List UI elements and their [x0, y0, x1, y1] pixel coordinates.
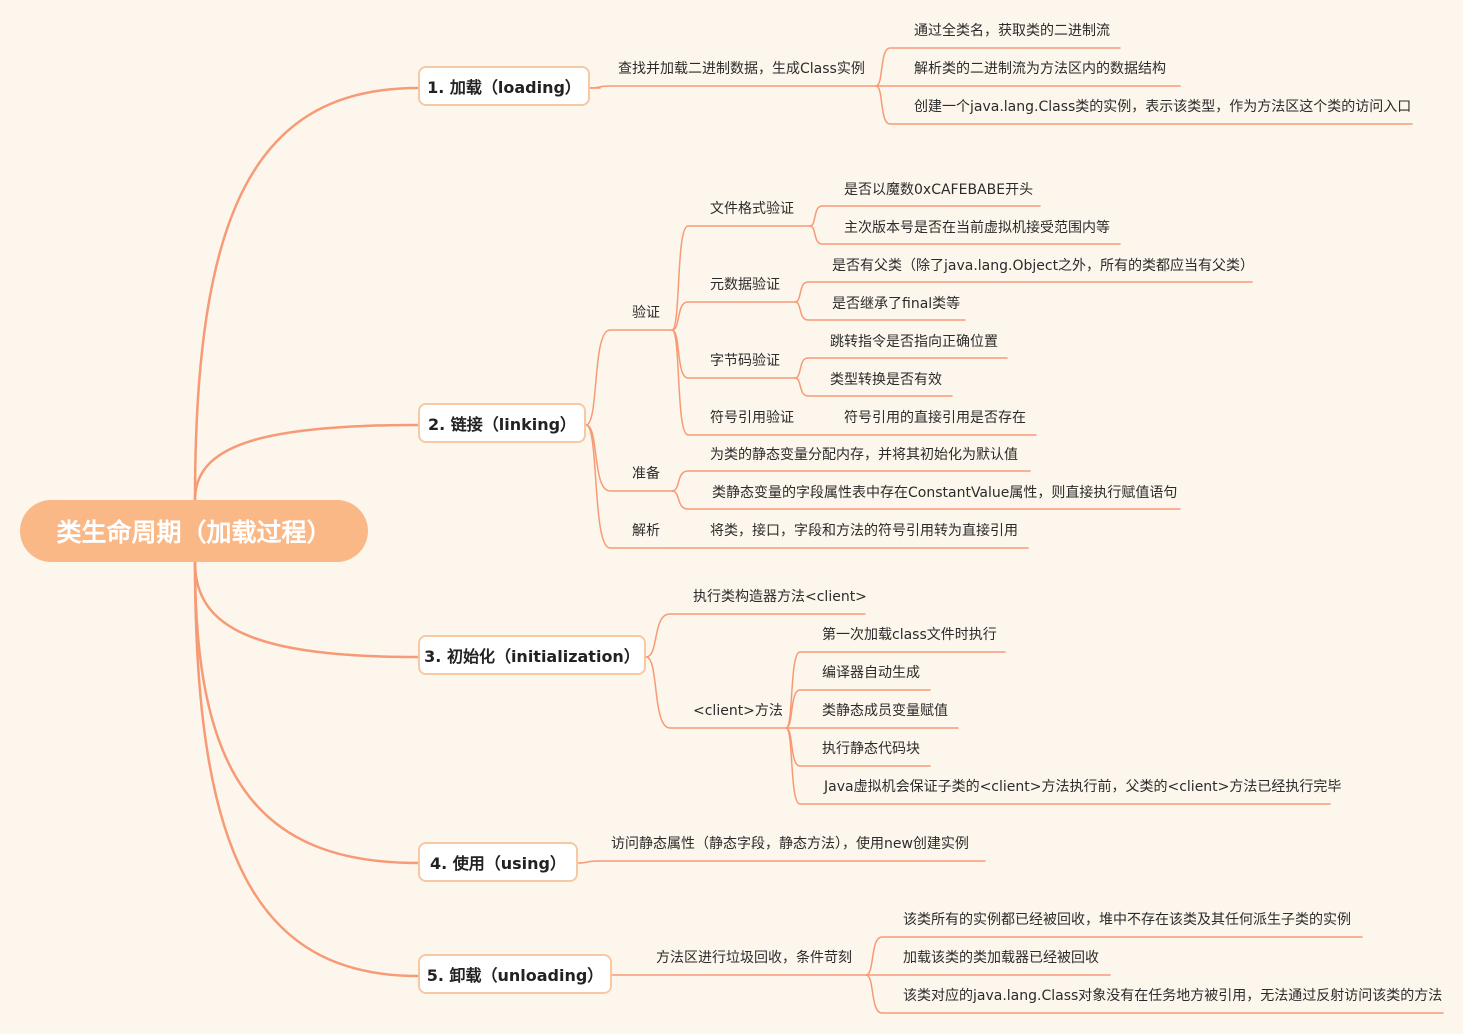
root-branch-line: [193, 86, 420, 502]
metadata-verify-label: 元数据验证: [710, 277, 780, 293]
connector-line: [645, 613, 866, 658]
connector-line: [671, 301, 796, 331]
verify-detail: 是否以魔数0xCAFEBABE开头: [844, 182, 1034, 198]
prepare-detail: 为类的静态变量分配内存，并将其初始化为默认值: [710, 447, 1018, 463]
stage-loading-node[interactable]: 1. 加载（loading）: [418, 66, 590, 106]
file-format-verify-label: 文件格式验证: [710, 201, 794, 217]
root-branch-line: [193, 423, 420, 502]
stage-initialization-node[interactable]: 3. 初始化（initialization）: [418, 635, 646, 675]
loading-detail: 通过全类名，获取类的二进制流: [914, 23, 1110, 39]
connector-line: [577, 860, 986, 864]
connector-line: [671, 470, 1031, 492]
verify-detail: 是否继承了final类等: [832, 296, 961, 312]
prepare-label: 准备: [632, 466, 660, 482]
connector-line: [785, 689, 931, 729]
connector-line: [794, 357, 1008, 379]
using-summary: 访问静态属性（静态字段，静态方法），使用new创建实例: [611, 836, 969, 852]
connector-line: [875, 47, 1121, 87]
unloading-detail: 加载该类的类加载器已经被回收: [903, 950, 1099, 966]
root-branch-line: [193, 560, 420, 865]
verify-detail: 跳转指令是否指向正确位置: [830, 334, 998, 350]
resolve-label: 解析: [632, 523, 660, 539]
root-branch-line: [193, 560, 420, 659]
connector-line: [794, 377, 953, 397]
verify-detail: 符号引用的直接引用是否存在: [844, 410, 1026, 426]
loading-detail: 创建一个java.lang.Class类的实例，表示该类型，作为方法区这个类的访…: [914, 99, 1412, 115]
unloading-detail: 该类对应的java.lang.Class对象没有在任务地方被引用，无法通过反射访…: [903, 988, 1443, 1004]
symbol-ref-verify-label: 符号引用验证: [710, 410, 794, 426]
clinit-method-label: <client>方法: [693, 703, 783, 719]
connector-line: [785, 727, 1331, 805]
unloading-summary: 方法区进行垃圾回收，条件苛刻: [656, 950, 852, 966]
connector-line: [671, 225, 811, 331]
connector-line: [794, 281, 1253, 303]
connector-line: [809, 205, 1041, 227]
run-clinit-text: 执行类构造器方法<client>: [693, 589, 867, 605]
connector-line: [809, 225, 1121, 245]
verify-detail: 类型转换是否有效: [830, 372, 942, 388]
prepare-detail: 类静态变量的字段属性表中存在ConstantValue属性，则直接执行赋值语句: [712, 485, 1178, 501]
connector-line: [875, 85, 1413, 125]
connector-line: [865, 936, 1363, 976]
connector-line: [865, 974, 1444, 1014]
verify-detail: 主次版本号是否在当前虚拟机接受范围内等: [844, 220, 1110, 236]
stage-linking-node[interactable]: 2. 链接（linking）: [418, 403, 586, 443]
connector-line: [794, 301, 966, 321]
stage-unloading-node[interactable]: 5. 卸载（unloading）: [418, 954, 612, 994]
connector-line: [585, 329, 673, 426]
connector-line: [671, 329, 809, 436]
verify-detail: 是否有父类（除了java.lang.Object之外，所有的类都应当有父类）: [832, 258, 1255, 274]
clinit-detail: 执行静态代码块: [822, 741, 920, 757]
unloading-detail: 该类所有的实例都已经被回收，堆中不存在该类及其任何派生子类的实例: [903, 912, 1351, 928]
clinit-detail: 第一次加载class文件时执行: [822, 627, 997, 643]
verify-label: 验证: [632, 305, 660, 321]
bytecode-verify-label: 字节码验证: [710, 353, 780, 369]
connector-line: [589, 85, 877, 89]
clinit-detail: Java虚拟机会保证子类的<client>方法执行前，父类的<client>方法…: [824, 779, 1342, 795]
root-node[interactable]: 类生命周期（加载过程）: [20, 500, 368, 562]
loading-summary: 查找并加载二进制数据，生成Class实例: [618, 61, 865, 77]
connector-line: [671, 329, 796, 379]
connector-line: [585, 424, 673, 549]
clinit-detail: 类静态成员变量赋值: [822, 703, 948, 719]
resolve-detail: 将类，接口，字段和方法的符号引用转为直接引用: [710, 523, 1018, 539]
loading-detail: 解析类的二进制流为方法区内的数据结构: [914, 61, 1166, 77]
clinit-detail: 编译器自动生成: [822, 665, 920, 681]
connector-line: [645, 656, 787, 729]
root-branch-line: [193, 560, 420, 978]
stage-using-node[interactable]: 4. 使用（using）: [418, 842, 578, 882]
connector-line: [585, 424, 673, 492]
connector-line: [671, 490, 1181, 510]
